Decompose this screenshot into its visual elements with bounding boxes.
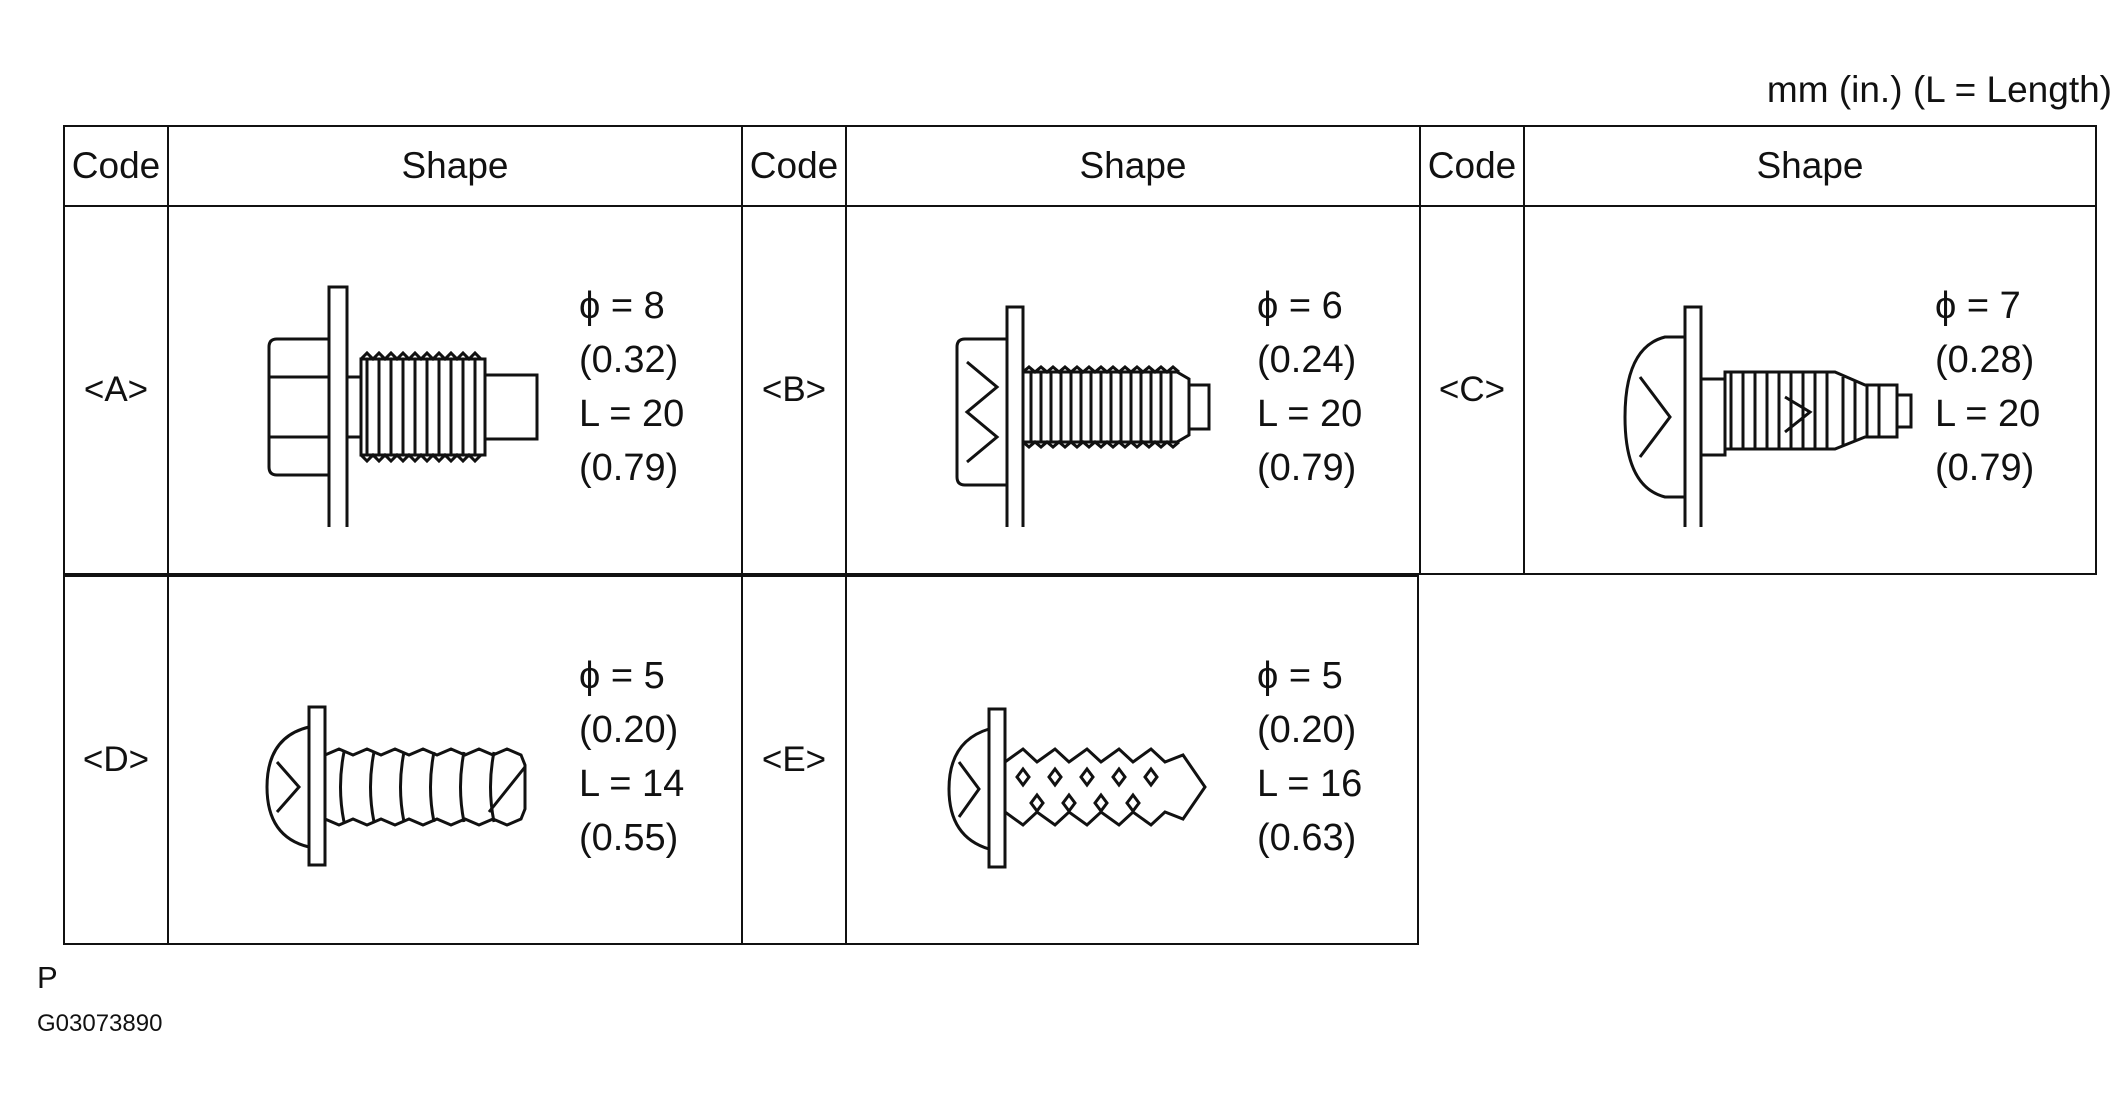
shape-cell-b: ϕ = 6 (0.24) L = 20 (0.79) xyxy=(845,205,1419,575)
header-shape: Shape xyxy=(1523,125,2097,205)
round-head-screw-icon xyxy=(265,705,527,867)
header-code: Code xyxy=(1419,125,1523,205)
code-cell-d: <D> xyxy=(63,575,167,945)
diameter-inch: (0.28) xyxy=(1935,339,2035,381)
spec-b: ϕ = 6 (0.24) L = 20 (0.79) xyxy=(1257,279,1362,495)
shape-cell-c: ϕ = 7 (0.28) L = 20 (0.79) xyxy=(1523,205,2097,575)
footer-letter: P xyxy=(37,960,58,995)
shape-cell-d: ϕ = 5 (0.20) L = 14 (0.55) xyxy=(167,575,741,945)
length-value: L = 16 xyxy=(1257,763,1363,805)
diameter-inch: (0.24) xyxy=(1257,339,1357,381)
diameter-value: ϕ = 8 xyxy=(579,285,665,327)
header-shape: Shape xyxy=(167,125,741,205)
pointed-tapping-screw-icon xyxy=(947,707,1207,869)
diameter-inch: (0.32) xyxy=(579,339,679,381)
length-inch: (0.55) xyxy=(579,817,679,859)
spec-e: ϕ = 5 (0.20) L = 16 (0.63) xyxy=(1257,649,1362,865)
pan-head-tapping-bolt-icon xyxy=(1623,305,1913,527)
length-value: L = 20 xyxy=(579,393,685,435)
spec-a: ϕ = 8 (0.32) L = 20 (0.79) xyxy=(579,279,684,495)
length-value: L = 20 xyxy=(1935,393,2041,435)
spec-d: ϕ = 5 (0.20) L = 14 (0.55) xyxy=(579,649,684,865)
diameter-value: ϕ = 7 xyxy=(1935,285,2021,327)
length-inch: (0.79) xyxy=(1257,447,1357,489)
code-cell-b: <B> xyxy=(741,205,845,575)
diameter-value: ϕ = 5 xyxy=(1257,655,1343,697)
units-note: mm (in.) (L = Length) xyxy=(1766,69,2112,110)
hex-washer-bolt-icon xyxy=(955,305,1211,527)
length-inch: (0.63) xyxy=(1257,817,1357,859)
length-value: L = 20 xyxy=(1257,393,1363,435)
shape-cell-e: ϕ = 5 (0.20) L = 16 (0.63) xyxy=(845,575,1419,945)
figure-id: G03073890 xyxy=(37,1010,163,1037)
code-cell-a: <A> xyxy=(63,205,167,575)
length-inch: (0.79) xyxy=(1935,447,2035,489)
diameter-value: ϕ = 5 xyxy=(579,655,665,697)
spec-c: ϕ = 7 (0.28) L = 20 (0.79) xyxy=(1935,279,2040,495)
length-inch: (0.79) xyxy=(579,447,679,489)
hex-flange-bolt-icon xyxy=(267,285,539,527)
diameter-inch: (0.20) xyxy=(1257,709,1357,751)
diameter-value: ϕ = 6 xyxy=(1257,285,1343,327)
code-cell-e: <E> xyxy=(741,575,845,945)
header-shape: Shape xyxy=(845,125,1419,205)
bolt-table: Code Shape Code Shape Code Shape <A> ϕ =… xyxy=(63,125,2097,945)
code-cell-c: <C> xyxy=(1419,205,1523,575)
header-code: Code xyxy=(63,125,167,205)
shape-cell-a: ϕ = 8 (0.32) L = 20 (0.79) xyxy=(167,205,741,575)
length-value: L = 14 xyxy=(579,763,685,805)
diameter-inch: (0.20) xyxy=(579,709,679,751)
header-code: Code xyxy=(741,125,845,205)
